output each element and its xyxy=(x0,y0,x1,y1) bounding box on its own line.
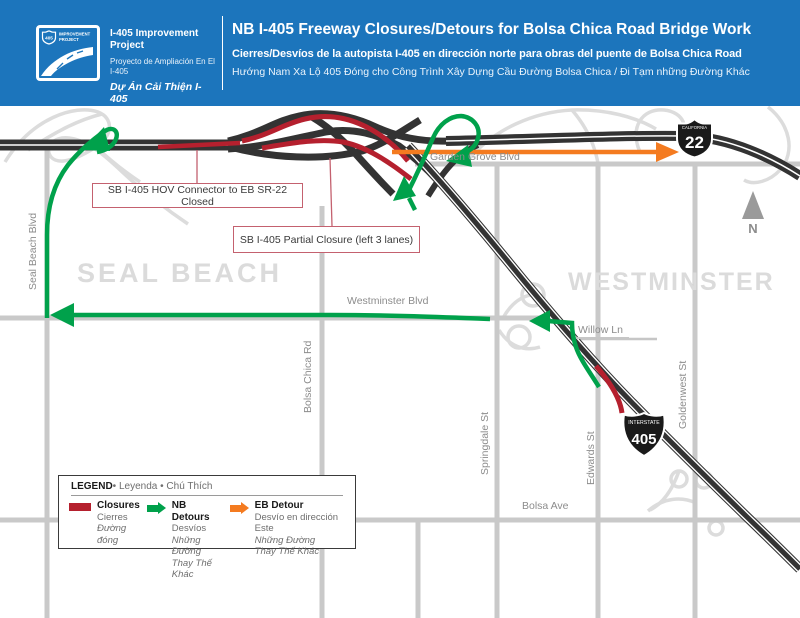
legend-closures-title: Closures xyxy=(97,500,140,511)
street-label-garden-grove-blvd: Garden Grove Blvd xyxy=(430,151,520,163)
closure-marks xyxy=(157,114,625,414)
callout-partial-closure: SB I-405 Partial Closure (left 3 lanes) xyxy=(233,226,420,253)
i405-shield-banner: INTERSTATE xyxy=(628,420,660,426)
legend-eb-title: EB Detour xyxy=(254,500,304,511)
legend-eb-vi1: Những Đường xyxy=(254,534,316,546)
nb-detours xyxy=(44,113,601,389)
nb-detour-westminster xyxy=(68,312,491,322)
eb-detour xyxy=(392,142,679,162)
street-label-westminster-blvd: Westminster Blvd xyxy=(347,295,429,307)
nb-detour-stem xyxy=(406,196,418,212)
header-banner: 405 IMPROVEMENT PROJECT I-405 Improvemen… xyxy=(0,0,800,106)
project-logo: 405 IMPROVEMENT PROJECT xyxy=(36,25,100,81)
street-label-edwards-st: Edwards St xyxy=(585,431,597,485)
legend-title-row: LEGEND• Leyenda • Chú Thích xyxy=(71,481,343,496)
sr22-shield-state: CALIFORNIA xyxy=(682,125,707,130)
compass-label: N xyxy=(748,221,757,236)
legend-title-es: Leyenda xyxy=(118,481,158,492)
city-label-seal-beach: SEAL BEACH xyxy=(77,258,283,288)
header-divider xyxy=(222,16,223,90)
callout-hov-connector-closed: SB I-405 HOV Connector to EB SR-22 Close… xyxy=(92,183,303,208)
program-name-vi: Dự Án Cải Thiện I-405 xyxy=(110,81,202,105)
logo-mini-shield xyxy=(41,30,57,45)
legend-items: Closures Cierres Đường đóng NB Detours D… xyxy=(69,500,347,581)
street-label-seal-beach-blvd: Seal Beach Blvd xyxy=(27,212,39,290)
logo-road-dashes xyxy=(56,50,84,70)
street-label-willow-ln: Willow Ln xyxy=(576,324,629,339)
closure-mainline xyxy=(157,140,241,150)
logo-caption-line2: PROJECT xyxy=(59,37,79,42)
legend-item-closures: Closures Cierres Đường đóng xyxy=(69,500,140,581)
closure-hov-connector xyxy=(241,114,410,163)
page-title: NB I-405 Freeway Closures/Detours for Bo… xyxy=(232,21,752,38)
compass-icon: N xyxy=(742,191,764,236)
closure-swatch-icon xyxy=(69,503,91,511)
page-title-spanish: Cierres/Desvíos de la autopista I-405 en… xyxy=(232,48,742,60)
city-label-westminster: WESTMINSTER xyxy=(568,268,775,296)
nb-detour-arrow-icon xyxy=(50,303,74,327)
closure-edwards xyxy=(594,364,625,414)
nb-detour-interchange-loop xyxy=(404,113,481,196)
legend-title: LEGEND xyxy=(71,481,113,492)
eb-detour-legend-arrow-icon xyxy=(229,502,249,514)
title-block: NB I-405 Freeway Closures/Detours for Bo… xyxy=(232,20,792,79)
legend-eb-es: Desvío en dirección Este xyxy=(254,511,339,535)
nb-detour-arrow-icon xyxy=(82,127,110,151)
sr22-shield-icon: CALIFORNIA 22 xyxy=(676,117,713,159)
logo-mini-shield-number: 405 xyxy=(45,36,53,41)
i405-diagonal-mainline xyxy=(404,142,800,573)
street-label-bolsa-ave: Bolsa Ave xyxy=(522,500,569,512)
program-name-es: Proyecto de Ampliación En El I-405 xyxy=(110,57,215,76)
nb-detour-arrow-icon xyxy=(393,176,416,201)
legend-nb-vi2: Thay Thế Khác xyxy=(171,557,212,581)
i405-shield-icon: INTERSTATE 405 xyxy=(622,411,666,458)
street-label-bolsa-chica-rd: Bolsa Chica Rd xyxy=(302,340,314,413)
legend-item-eb-detour: EB Detour Desvío en dirección Este Những… xyxy=(229,500,340,581)
legend-nb-vi1: Những Đường xyxy=(171,534,201,558)
program-name-en: I-405 Improvement Project xyxy=(110,28,199,51)
legend-closures-vi: Đường đóng xyxy=(97,523,127,546)
street-label-goldenwest-st: Goldenwest St xyxy=(677,360,689,429)
legend-nb-title: NB Detours xyxy=(171,500,210,523)
street-label-springdale-st: Springdale St xyxy=(479,411,491,475)
freeways xyxy=(0,110,800,573)
page-title-vietnamese: Hướng Nam Xa Lộ 405 Đóng cho Công Trình … xyxy=(232,66,750,78)
nb-detour-legend-arrow-icon xyxy=(146,502,166,514)
legend-closures-es: Cierres xyxy=(97,511,128,523)
callout-leaders xyxy=(196,150,333,227)
program-name-block: I-405 Improvement Project Proyecto de Am… xyxy=(110,28,218,105)
legend-nb-es: Desvíos xyxy=(171,523,207,534)
nb-detour-arrow-icon xyxy=(529,310,550,332)
logo-caption-line1: IMPROVEMENT xyxy=(59,32,91,37)
nb-detour-arrows xyxy=(50,127,550,332)
legend-box: LEGEND• Leyenda • Chú Thích Closures Cie… xyxy=(58,475,356,580)
project-logo-graphic: 405 IMPROVEMENT PROJECT xyxy=(41,30,93,76)
i405-shield-number: 405 xyxy=(631,431,656,448)
sr22-shield-number: 22 xyxy=(685,133,704,152)
eb-detour-arrow-icon xyxy=(656,142,679,162)
closure-sb-lanes xyxy=(261,138,413,181)
nb-detour-arrow-icon xyxy=(446,145,472,167)
legend-item-nb-detours: NB Detours Desvíos Những Đường Thay Thế … xyxy=(146,500,223,581)
nb-detour-willow xyxy=(547,318,601,389)
legend-title-vi: Chú Thích xyxy=(166,481,213,492)
legend-eb-vi2: Thay Thế Khác xyxy=(254,546,320,557)
logo-road-swoosh xyxy=(41,47,93,76)
